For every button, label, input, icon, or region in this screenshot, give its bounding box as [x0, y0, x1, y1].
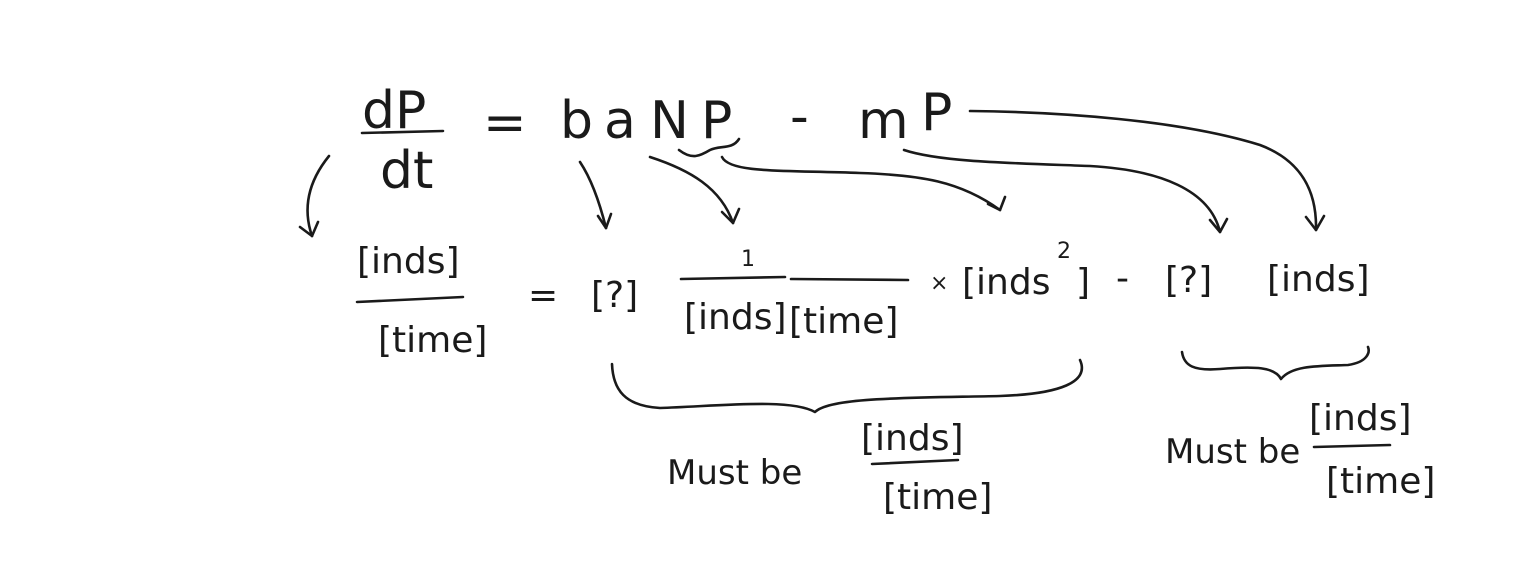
arrowhead-a — [720, 207, 741, 225]
units-minus-sign: - — [1116, 258, 1129, 299]
arrowhead-m — [1208, 217, 1229, 234]
minus-sign-top: - — [790, 87, 809, 147]
units-lhs-fraction-bar — [355, 295, 465, 304]
term-p-second: P — [921, 83, 952, 143]
units-equals-sign: = — [528, 275, 558, 316]
differential-equation: dP dt = b a N P - m P — [360, 81, 952, 201]
mapping-arrows — [298, 109, 1326, 238]
arrow-np-to-unit — [677, 137, 1002, 212]
right-note-denominator: [time] — [1326, 461, 1435, 502]
arrow-p-to-unit — [968, 109, 1318, 232]
arrowhead-np — [986, 195, 1007, 212]
left-note-denominator: [time] — [883, 477, 992, 518]
term-m: m — [858, 91, 909, 151]
lhs-denominator: dt — [380, 141, 433, 201]
p-unit: [inds] — [1267, 259, 1370, 300]
right-note-numerator: [inds] — [1309, 398, 1412, 439]
right-note-label: Must be — [1165, 432, 1300, 472]
arrowhead-p — [1304, 214, 1326, 232]
left-note-label: Must be — [667, 453, 802, 493]
np-exponent: 2 — [1057, 239, 1071, 264]
a-unit-denominator-inds: [inds] — [684, 297, 787, 338]
np-unit: [inds — [962, 262, 1050, 303]
right-note: Must be [inds] [time] — [1165, 398, 1435, 502]
units-lhs-denominator: [time] — [378, 320, 487, 361]
right-note-fraction-bar — [1312, 443, 1392, 449]
arrow-b-to-unit — [578, 160, 608, 230]
left-note-fraction-bar — [870, 458, 960, 466]
grouping-braces — [610, 345, 1370, 414]
arrow-a-to-unit — [648, 155, 735, 225]
arrow-derivative-to-units — [306, 154, 331, 238]
a-unit-denominator-time: [time] — [789, 301, 898, 342]
term-b: b — [560, 91, 593, 151]
units-lhs-numerator: [inds] — [357, 241, 460, 282]
equals-sign-top: = — [483, 93, 527, 153]
left-note: Must be [inds] [time] — [667, 418, 992, 518]
arrowhead-derivative — [298, 220, 320, 238]
arrow-m-to-unit — [902, 148, 1222, 234]
m-unit: [?] — [1165, 260, 1212, 301]
left-brace — [610, 358, 1084, 414]
arrowhead-b — [596, 212, 613, 230]
term-a: a — [604, 91, 636, 151]
right-brace — [1180, 345, 1370, 381]
a-unit-numerator: 1 — [741, 247, 755, 272]
lhs-fraction-bar — [360, 129, 445, 135]
left-note-numerator: [inds] — [861, 418, 964, 459]
term-p-first: P — [701, 91, 732, 151]
a-unit-fraction-bar — [679, 275, 910, 282]
units-equation: [inds] [time] = [?] 1 [inds] [time] × [i… — [355, 239, 1370, 361]
b-unit: [?] — [591, 275, 638, 316]
np-unit-close: ] — [1076, 262, 1090, 303]
times-sign: × — [930, 271, 948, 296]
term-n: N — [650, 91, 689, 151]
